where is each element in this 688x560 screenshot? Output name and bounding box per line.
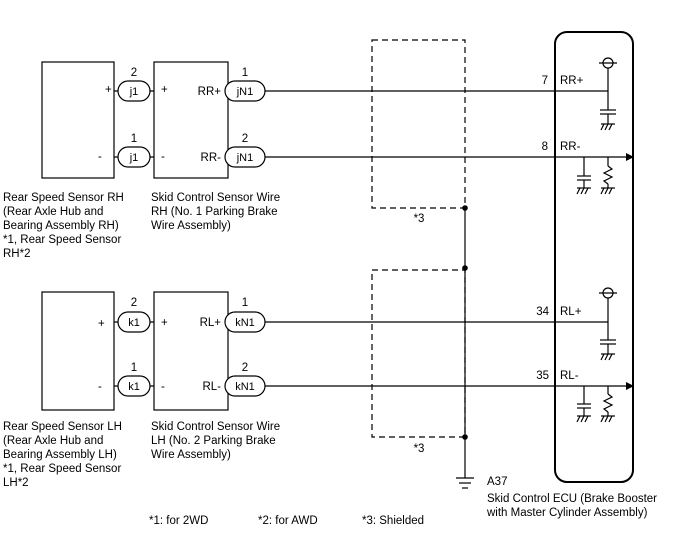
rh-connector-jn1-top — [224, 80, 266, 102]
rh-connector-j1-top-label: j1 — [129, 86, 139, 98]
ecu-pin-35: 35 — [536, 370, 549, 382]
lh-wire-rl-minus-label: RL- — [202, 381, 221, 393]
lh-sensor-caption: Rear Speed Sensor LH (Rear Axle Hub and … — [3, 421, 122, 489]
lh-connector-kn1-top — [224, 311, 266, 333]
ecu-rl-minus-label: RL- — [560, 370, 579, 382]
junction-dot — [462, 205, 468, 211]
lh-connector-k1-bottom — [117, 375, 151, 397]
lh-pin-top-left: 2 — [131, 297, 137, 309]
rear-speed-sensor-lh-box — [41, 291, 115, 411]
lh-connector-k1-bottom-label: k1 — [128, 381, 140, 393]
ecu-pin-8: 8 — [542, 141, 548, 153]
lh-sensor-plus-label: + — [98, 318, 105, 330]
lh-connector-k1-top-label: k1 — [128, 317, 140, 329]
skid-control-sensor-wire-rh-box — [153, 61, 229, 179]
rh-connector-j1-bottom — [117, 146, 151, 168]
rh-connector-jn1-bottom — [224, 146, 266, 168]
rh-sensor-caption: Rear Speed Sensor RH (Rear Axle Hub and … — [3, 192, 124, 260]
ground-symbol-icon — [456, 477, 474, 489]
capacitor-resistor-ground-icon — [576, 157, 615, 195]
junction-dot — [462, 265, 468, 271]
ecu-caption: Skid Control ECU (Brake Booster with Mas… — [487, 493, 658, 519]
lh-connector-k1-top — [117, 311, 151, 333]
lh-wire-caption: Skid Control Sensor Wire LH (No. 2 Parki… — [151, 421, 281, 461]
rh-sensor-plus-label: + — [105, 84, 112, 96]
rh-connector-j1-bottom-label: j1 — [129, 152, 139, 164]
rh-shield-label: *3 — [414, 213, 425, 225]
rh-wire-plus-label: + — [161, 84, 168, 96]
rh-pin-bottom-right: 2 — [242, 133, 248, 145]
lh-connector-kn1-bottom-label: kN1 — [235, 381, 255, 393]
lh-wire-rl-plus-label: RL+ — [200, 317, 222, 329]
rear-speed-sensor-rh-box — [41, 61, 115, 179]
lh-shield-dashed-box — [371, 269, 466, 438]
pullup-circuit-icon — [599, 57, 617, 131]
lh-wire-plus-label: + — [161, 317, 168, 329]
lh-shield-label: *3 — [414, 443, 425, 455]
ecu-rl-plus-label: RL+ — [560, 306, 582, 318]
rh-connector-jn1-bottom-label: jN1 — [236, 152, 254, 164]
rh-connector-jn1-top-label: jN1 — [236, 86, 254, 98]
lh-wire-minus-label: - — [161, 381, 165, 393]
shield-ground — [456, 205, 474, 489]
rh-sensor-minus-label: - — [98, 151, 102, 163]
ecu-rr-minus-label: RR- — [560, 141, 581, 153]
arrow-right-icon — [626, 382, 634, 390]
lh-pin-bottom-left: 1 — [131, 362, 137, 374]
capacitor-resistor-ground-icon — [576, 386, 615, 423]
rh-section: + - j1 j1 2 1 + - RR+ RR- jN1 jN1 1 2 *3 — [41, 39, 626, 225]
ecu-box — [554, 31, 634, 483]
rh-pin-bottom-left: 1 — [131, 133, 137, 145]
note-shielded: *3: Shielded — [362, 515, 425, 527]
rh-wire-caption: Skid Control Sensor Wire RH (No. 1 Parki… — [151, 192, 281, 232]
skid-control-sensor-wire-lh-box — [153, 291, 229, 411]
ecu-pin-34: 34 — [536, 306, 549, 318]
ecu-code-label: A37 — [487, 476, 508, 488]
rh-wire-rr-minus-label: RR- — [201, 152, 222, 164]
ecu-pin-7: 7 — [542, 75, 548, 87]
rh-wire-rr-plus-label: RR+ — [198, 86, 222, 98]
lh-pin-bottom-right: 2 — [242, 362, 248, 374]
skid-control-ecu: 7 RR+ 8 RR- — [536, 31, 634, 483]
lh-sensor-minus-label: - — [98, 381, 102, 393]
rh-pin-top-right: 1 — [242, 67, 248, 79]
lh-connector-kn1-bottom — [224, 375, 266, 397]
junction-dot — [462, 434, 468, 440]
rh-connector-j1-top — [117, 80, 151, 102]
rh-wire-minus-label: - — [161, 151, 165, 163]
lh-section: + - k1 k1 2 1 + - RL+ RL- kN1 kN1 1 2 *3 — [41, 269, 626, 455]
rh-shield-dashed-box — [371, 39, 466, 209]
rh-pin-top-left: 2 — [131, 67, 137, 79]
arrow-right-icon — [626, 153, 634, 161]
note-2wd: *1: for 2WD — [149, 515, 209, 527]
ecu-rr-plus-label: RR+ — [560, 75, 584, 87]
lh-connector-kn1-top-label: kN1 — [235, 317, 255, 329]
note-awd: *2: for AWD — [258, 515, 318, 527]
lh-pin-top-right: 1 — [242, 297, 248, 309]
pullup-circuit-icon — [599, 287, 617, 361]
